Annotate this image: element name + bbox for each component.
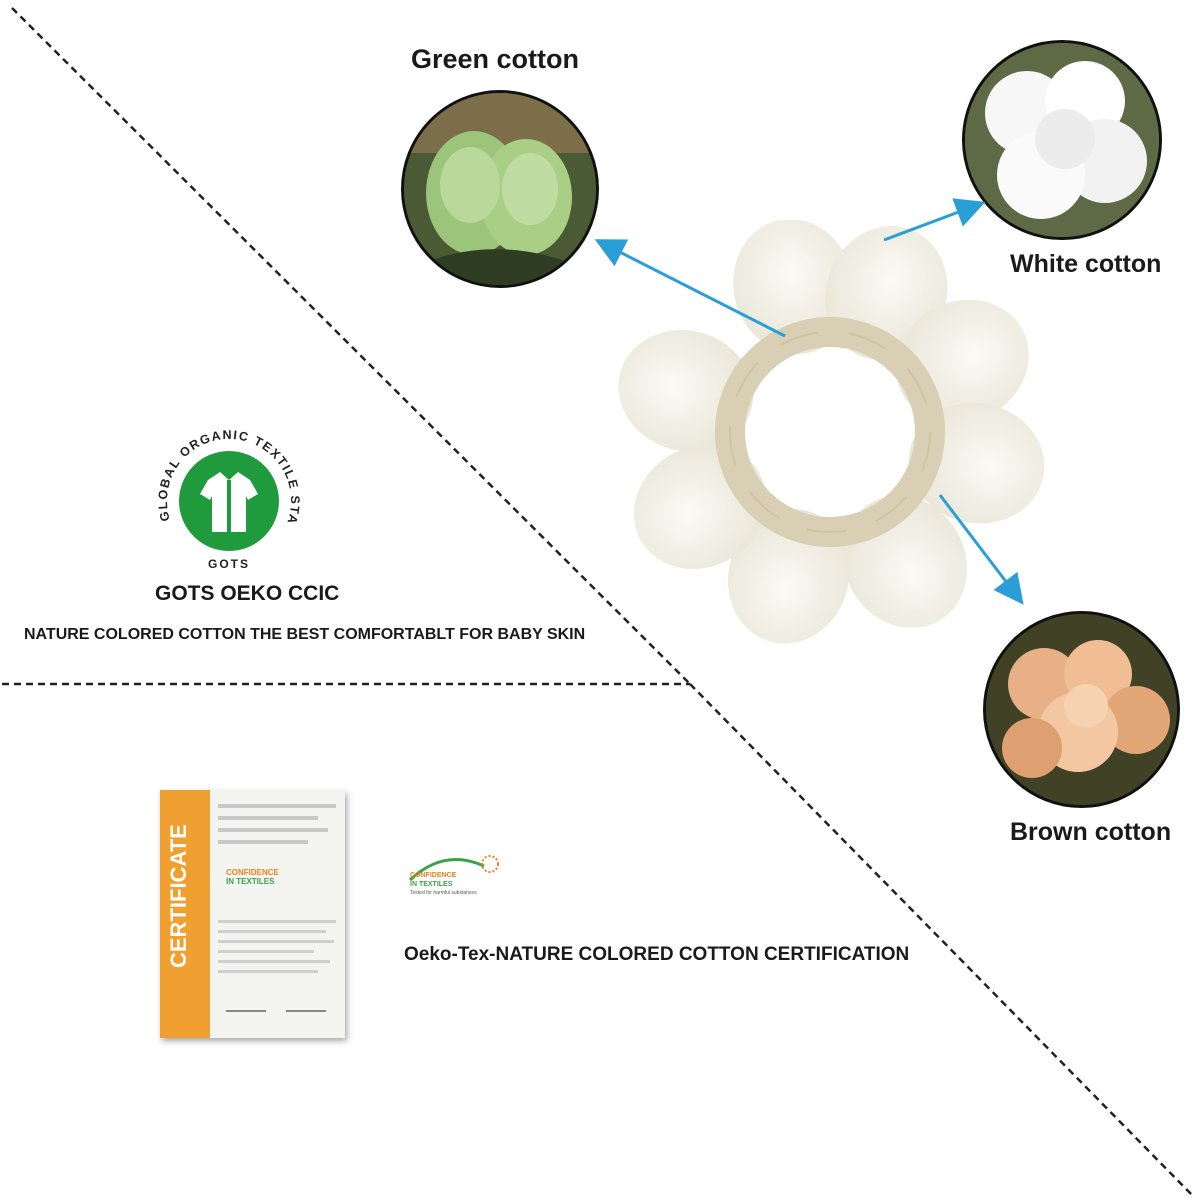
gots-oeko-ccic-label: GOTS OEKO CCIC (155, 582, 340, 605)
certificate-title: CERTIFICATE (166, 824, 191, 968)
brown-cotton-label: Brown cotton (1010, 818, 1172, 846)
nursing-pads-arrangement (618, 220, 1045, 644)
white-cotton-photo (962, 40, 1162, 240)
diagonal-divider-top (11, 7, 691, 685)
oeko-tex-certification-caption: Oeko-Tex-NATURE COLORED COTTON CERTIFICA… (404, 944, 910, 965)
gots-bottom-text: GOTS (208, 557, 250, 571)
brown-cotton-photo (983, 611, 1180, 808)
arrow-to-green-cotton (594, 239, 786, 338)
white-cotton-label: White cotton (1010, 250, 1162, 278)
gots-logo: GLOBAL ORGANIC TEXTILE STANDARD GOTS (148, 420, 301, 571)
arrow-to-white-cotton (883, 198, 986, 242)
arrow-to-brown-cotton (938, 494, 1024, 605)
certificate-badge: CONFIDENCE IN TEXTILES (226, 868, 279, 886)
oeko-tex-logo: CONFIDENCE IN TEXTILES Tested for harmfu… (404, 852, 504, 908)
green-cotton-label: Green cotton (411, 44, 580, 74)
nature-colored-cotton-caption: NATURE COLORED COTTON THE BEST COMFORTAB… (24, 626, 586, 643)
certificate-document: CERTIFICATE CONFIDENCE IN TEXTILES (160, 790, 345, 1038)
certificate-orange-band (160, 790, 210, 1038)
